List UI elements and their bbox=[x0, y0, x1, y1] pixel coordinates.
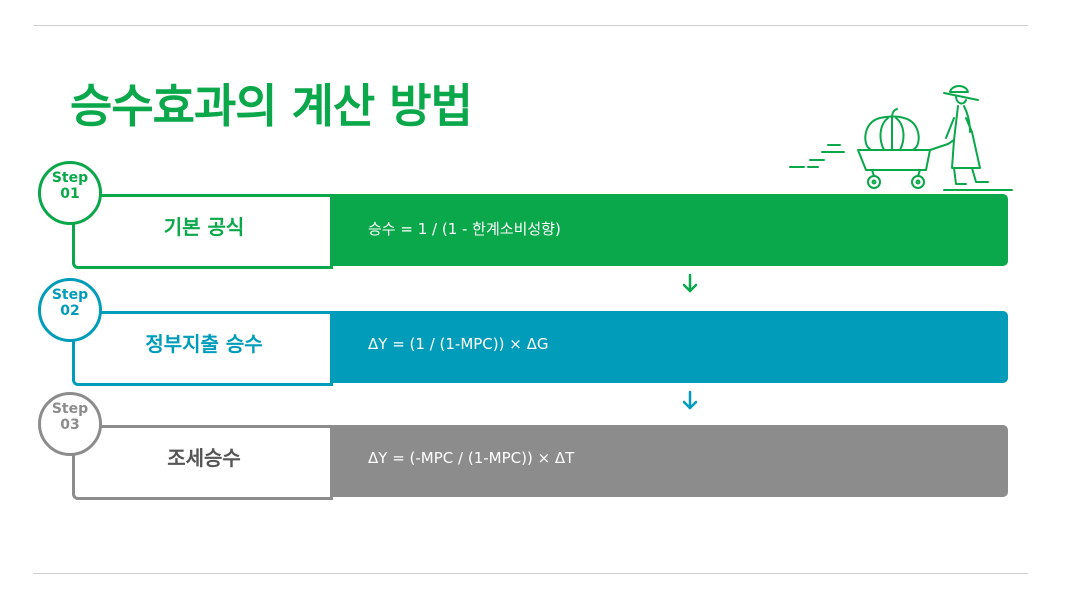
step-card-1: Step 01 기본 공식 승수 = 1 / (1 - 한계소비성향) bbox=[38, 161, 1010, 269]
step-badge bbox=[38, 278, 102, 342]
step-badge bbox=[38, 161, 102, 225]
step-number: 03 bbox=[60, 417, 80, 433]
step-badge-text: Step 03 bbox=[38, 401, 102, 433]
page-title: 승수효과의 계산 방법 bbox=[70, 79, 473, 133]
arrow-down-icon bbox=[682, 273, 698, 293]
step-card-2: Step 02 정부지출 승수 ΔY = (1 / (1-MPC)) × ΔG bbox=[38, 278, 1010, 386]
step-formula: ΔY = (1 / (1-MPC)) × ΔG bbox=[368, 335, 549, 353]
step-word: Step bbox=[51, 287, 89, 303]
step-label: 조세승수 bbox=[167, 446, 241, 470]
formula-bar bbox=[330, 425, 1008, 497]
step-label: 정부지출 승수 bbox=[145, 332, 263, 356]
formula-bar bbox=[330, 194, 1008, 266]
step-number: 02 bbox=[60, 303, 80, 319]
step-badge-text: Step 02 bbox=[38, 287, 102, 319]
step-label: 기본 공식 bbox=[163, 215, 245, 239]
formula-bar bbox=[330, 311, 1008, 383]
step-number: 01 bbox=[60, 186, 80, 202]
step-word: Step bbox=[51, 401, 89, 417]
step-formula: ΔY = (-MPC / (1-MPC)) × ΔT bbox=[368, 449, 575, 467]
step-badge bbox=[38, 392, 102, 456]
top-rule bbox=[33, 25, 1028, 26]
step-label-box bbox=[72, 194, 333, 269]
step-card-3: Step 03 조세승수 ΔY = (-MPC / (1-MPC)) × ΔT bbox=[38, 392, 1010, 500]
step-badge-text: Step 01 bbox=[38, 170, 102, 202]
step-label-box bbox=[72, 425, 333, 500]
step-word: Step bbox=[51, 170, 89, 186]
bottom-rule bbox=[33, 573, 1028, 574]
step-formula: 승수 = 1 / (1 - 한계소비성향) bbox=[368, 220, 561, 238]
pumpkin-cart-farmer-illustration bbox=[789, 85, 1013, 191]
arrow-down-icon bbox=[682, 390, 698, 410]
step-label-box bbox=[72, 311, 333, 386]
